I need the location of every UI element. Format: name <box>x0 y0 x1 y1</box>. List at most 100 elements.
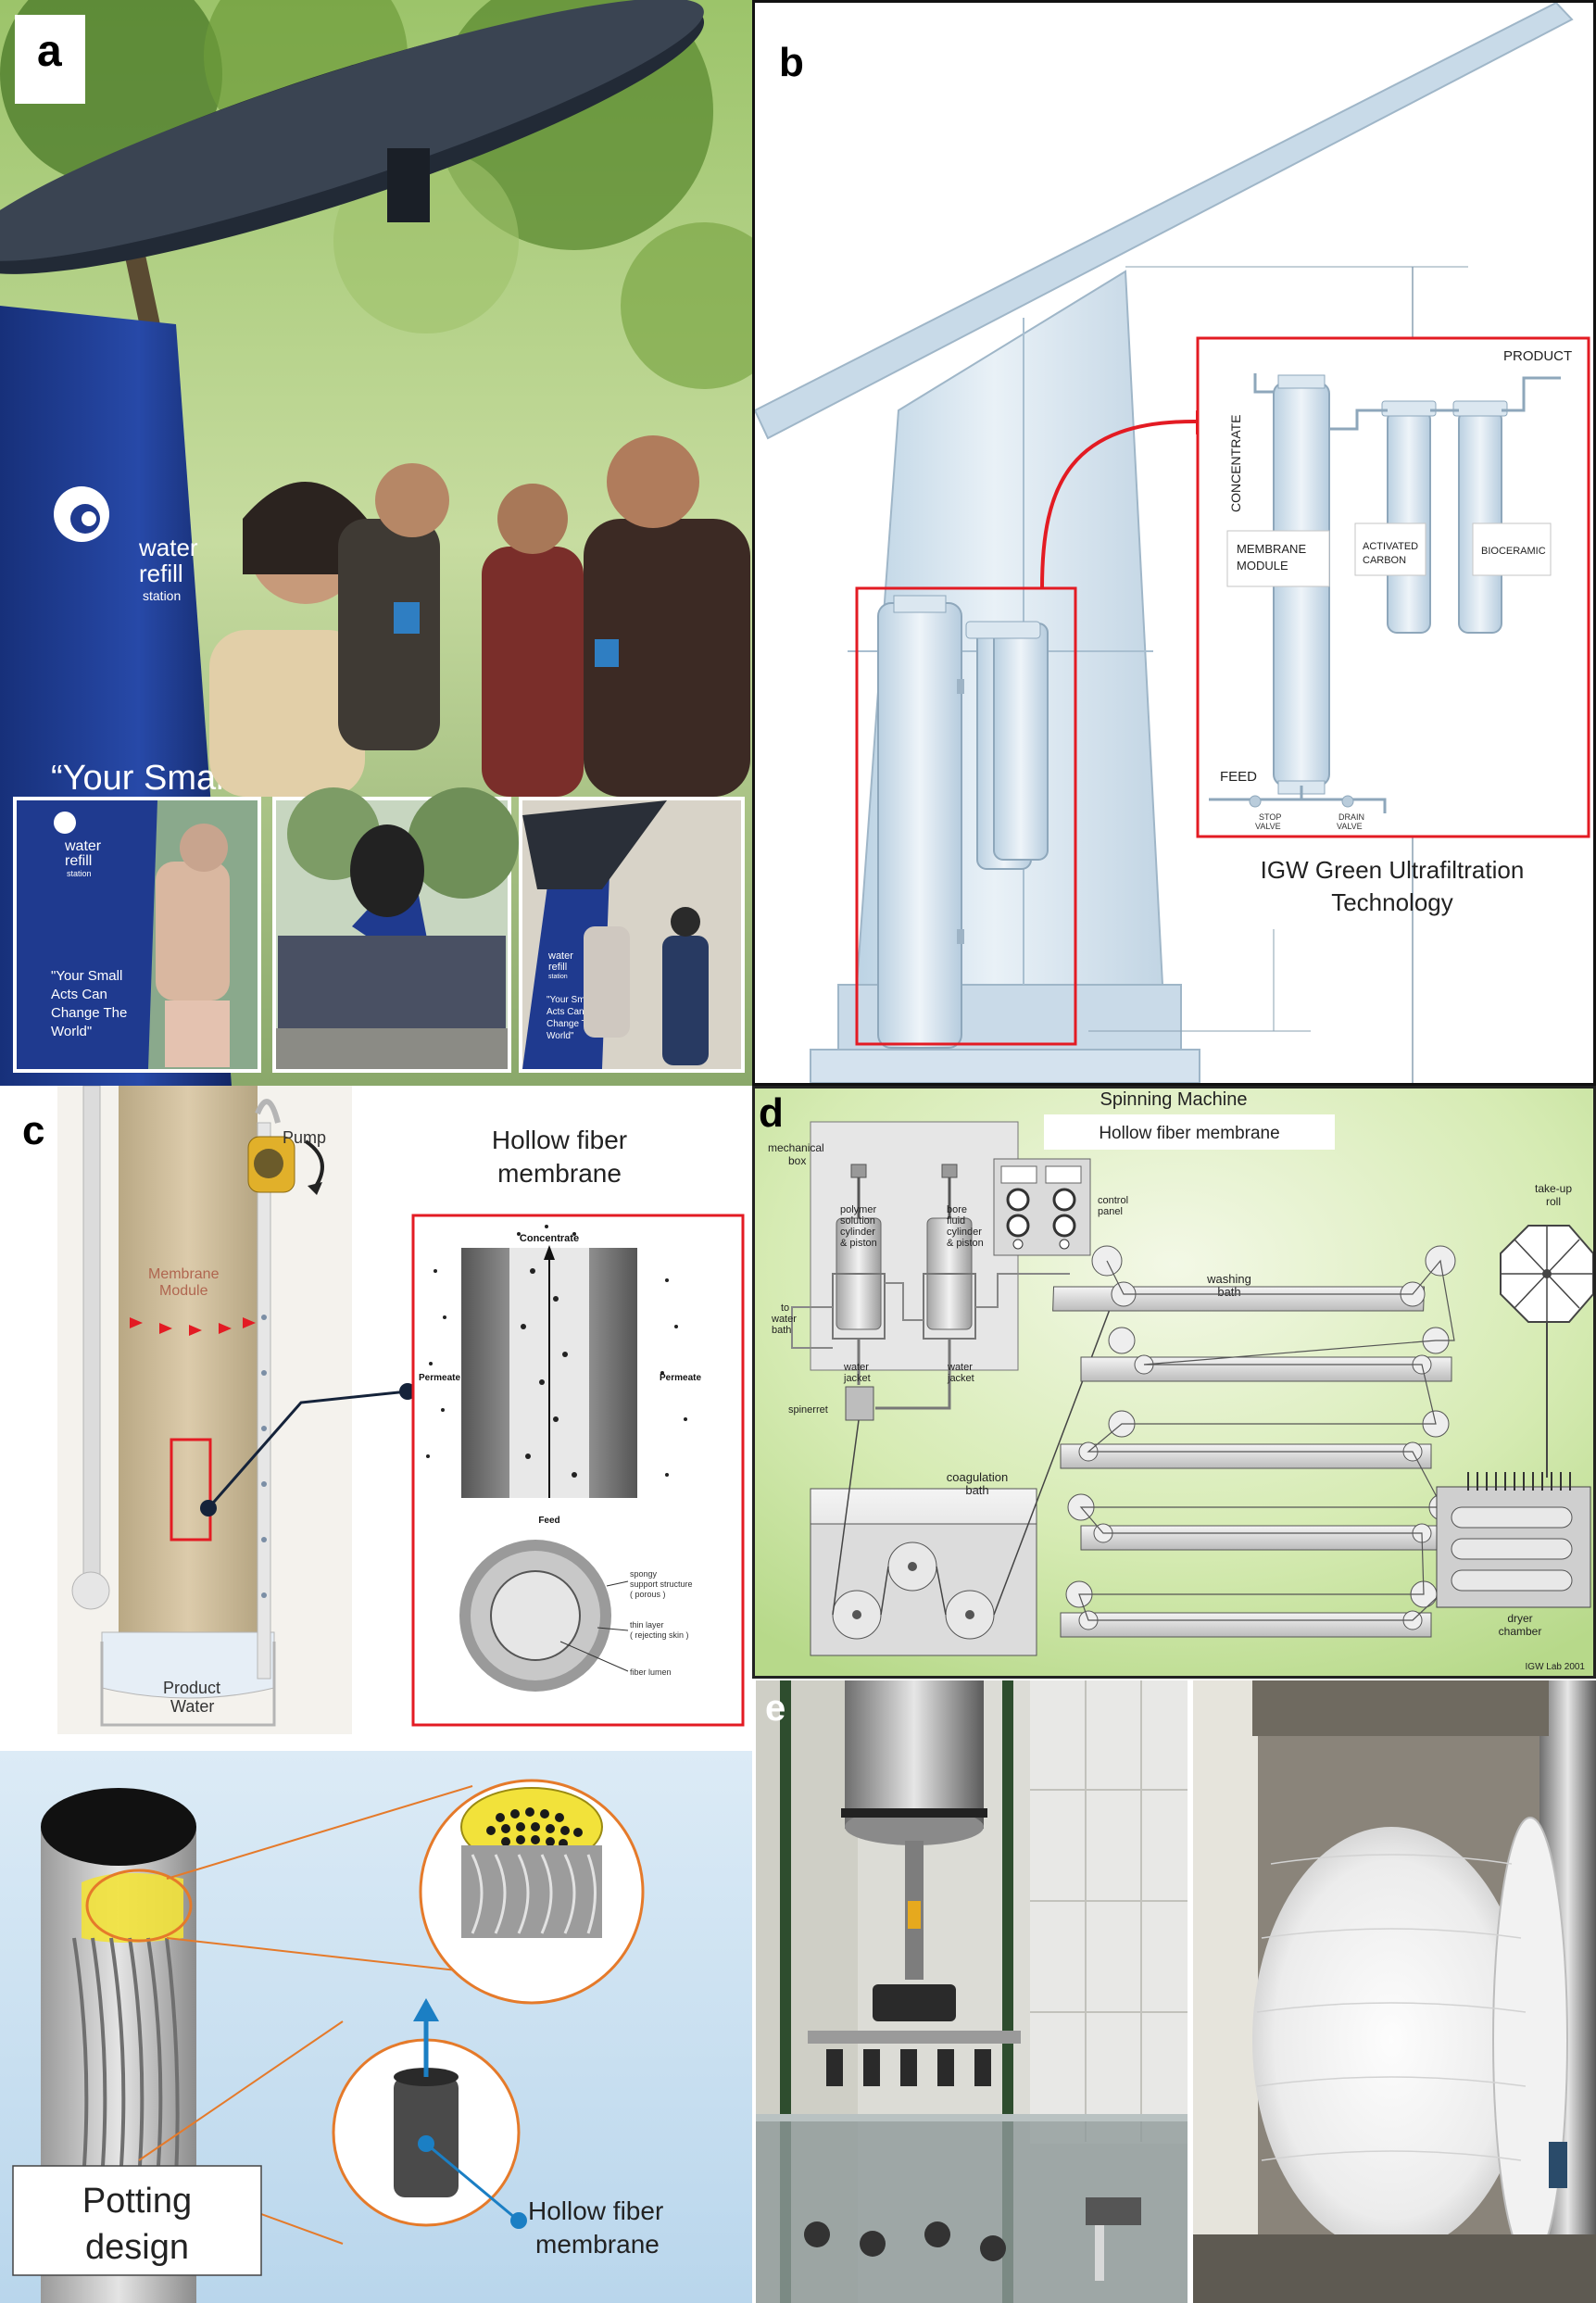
zoom-arrow <box>1040 419 1200 589</box>
label-pump: Pump <box>283 1128 326 1147</box>
zoom-bioceramic <box>1458 409 1502 634</box>
inset3-slogan-2: Acts Can <box>547 1007 584 1017</box>
label-polymer-4: & piston <box>840 1238 877 1249</box>
panel-e-photo: e <box>752 1679 1596 2303</box>
panel-b-diagram: PRODUCT CONCENTRATE MEMBRANE MODULE ACTI… <box>752 0 1596 1086</box>
label-stop-valve-1: STOP <box>1259 812 1281 822</box>
label-spongy-2: support structure <box>630 1579 693 1589</box>
spinning-machine-title: Spinning Machine <box>1100 1089 1248 1110</box>
inset1-slogan-2: Acts Can <box>51 987 107 1002</box>
label-membrane-module-2: Module <box>159 1283 208 1299</box>
panel-b-svg: PRODUCT CONCENTRATE MEMBRANE MODULE ACTI… <box>755 3 1590 1083</box>
label-to-water-1: to <box>781 1303 789 1314</box>
label-concentrate: Concentrate <box>520 1233 579 1244</box>
label-polymer-2: solution <box>840 1215 875 1227</box>
label-thin-layer-2: ( rejecting skin ) <box>630 1630 689 1640</box>
label-bore-2: fluid <box>947 1215 965 1227</box>
take-up-drum-photo <box>1193 1680 1596 2303</box>
station-logo-water: water <box>138 534 198 561</box>
panel-c-diagram: Pump Membrane Module Product Water Hollo… <box>0 1086 752 2303</box>
label-feed: Feed <box>538 1516 559 1526</box>
callout-line <box>207 1390 408 1509</box>
station-logo-station: station <box>143 588 181 603</box>
person-man-1 <box>338 519 440 750</box>
potting-design-2: design <box>85 2228 189 2267</box>
label-permeate-right: Permeate <box>660 1373 701 1383</box>
label-drain-valve-2: VALVE <box>1337 822 1363 831</box>
label-bore-4: & piston <box>947 1238 984 1249</box>
inset3-logo-3: station <box>548 974 568 980</box>
label-water-jacket-1a: water <box>843 1362 869 1373</box>
zoom-activated-carbon <box>1387 409 1431 634</box>
panel-a-label-box <box>15 15 85 104</box>
highlight-box-module <box>855 586 1077 1046</box>
label-concentrate: CONCENTRATE <box>1228 414 1243 512</box>
label-dryer-1: dryer <box>1507 1612 1532 1625</box>
inset3-logo-2: refill <box>548 962 567 973</box>
label-to-water-2: water <box>771 1314 797 1325</box>
label-bore-1: bore <box>947 1204 967 1215</box>
spinning-rig-photo <box>756 1680 1188 2303</box>
inset1-logo-3: station <box>67 869 92 878</box>
fiber-spool <box>1252 1827 1530 2253</box>
label-water-jacket-1b: jacket <box>843 1373 871 1384</box>
label-mechanical-box-2: box <box>788 1154 806 1167</box>
washing-bath-2 <box>1080 1327 1452 1382</box>
label-fiber-lumen: fiber lumen <box>630 1667 672 1677</box>
label-drain-valve-1: DRAIN <box>1338 812 1364 822</box>
panel-a-photo: water refill station “Your Small water r… <box>0 0 752 1086</box>
rotation-arrow-icon <box>304 1139 324 1189</box>
inset-photo-3: water refill station "Your Sma Acts Can … <box>519 797 745 1073</box>
washing-bath-1 <box>1052 1281 1426 1312</box>
figure-credit: IGW Lab 2001 <box>1526 1662 1586 1672</box>
subtitle-box <box>1044 1114 1335 1150</box>
panel-label-a: a <box>37 27 62 76</box>
label-product-water-1: Product <box>163 1679 220 1697</box>
spinning-machine-subtitle: Hollow fiber membrane <box>1099 1124 1279 1143</box>
flow-arrows <box>130 1317 256 1336</box>
label-product-water-2: Water <box>170 1697 214 1716</box>
label-control-panel-2: panel <box>1098 1206 1123 1217</box>
label-control-panel-1: control <box>1098 1195 1128 1206</box>
inset1-slogan-3: Change The <box>51 1005 127 1021</box>
label-polymer-1: polymer <box>840 1204 876 1215</box>
highlight-fiber-region <box>170 1438 212 1542</box>
label-permeate-left: Permeate <box>419 1373 460 1383</box>
inset1-slogan-4: World" <box>51 1024 92 1039</box>
panel-label-b: b <box>779 40 804 85</box>
label-hollow-fiber-1: Hollow fiber <box>528 2196 663 2225</box>
hollow-fiber-title-2: membrane <box>497 1159 622 1188</box>
label-water-jacket-2a: water <box>947 1362 973 1373</box>
panel-e-svg <box>756 1680 1596 2303</box>
paper-cup-icon <box>394 602 420 634</box>
label-polymer-3: cylinder <box>840 1227 875 1238</box>
label-membrane-module-2: MODULE <box>1237 559 1288 573</box>
station-slogan: “Your Small <box>51 759 232 798</box>
label-spongy-1: spongy <box>630 1569 658 1579</box>
panel-d-svg: Spinning Machine Hollow fiber membrane m… <box>755 1089 1593 1676</box>
label-dryer-2: chamber <box>1499 1625 1542 1638</box>
washing-bath-4 <box>1067 1493 1456 1551</box>
inset3-slogan-3: Change Th <box>547 1019 592 1029</box>
label-activated-carbon-2: CARBON <box>1363 555 1406 566</box>
panel-label-d: d <box>759 1090 784 1136</box>
caption-line-1: IGW Green Ultrafiltration <box>1261 856 1525 884</box>
label-membrane-module-1: Membrane <box>148 1266 220 1282</box>
label-feed: FEED <box>1220 769 1257 785</box>
label-washing-1: washing <box>1206 1272 1251 1286</box>
inset1-slogan-1: "Your Small <box>51 968 122 984</box>
label-stop-valve-2: VALVE <box>1255 822 1281 831</box>
label-take-up-2: roll <box>1546 1195 1561 1208</box>
spinneret-head <box>873 1984 956 2021</box>
person-man-3 <box>584 519 750 797</box>
label-spongy-3: ( porous ) <box>630 1590 666 1599</box>
membrane-module-cylinder <box>877 602 962 1049</box>
panel-d-diagram: Spinning Machine Hollow fiber membrane m… <box>752 1086 1596 1679</box>
inset1-logo-2: refill <box>65 853 92 869</box>
panel-c-svg: Pump Membrane Module Product Water Hollo… <box>0 1086 752 2303</box>
label-water-jacket-2b: jacket <box>947 1373 974 1384</box>
potting-design-1: Potting <box>82 2182 192 2221</box>
inset3-logo-1: water <box>547 950 573 962</box>
inset1-logo-1: water <box>64 838 102 854</box>
spinneret <box>845 1386 874 1421</box>
